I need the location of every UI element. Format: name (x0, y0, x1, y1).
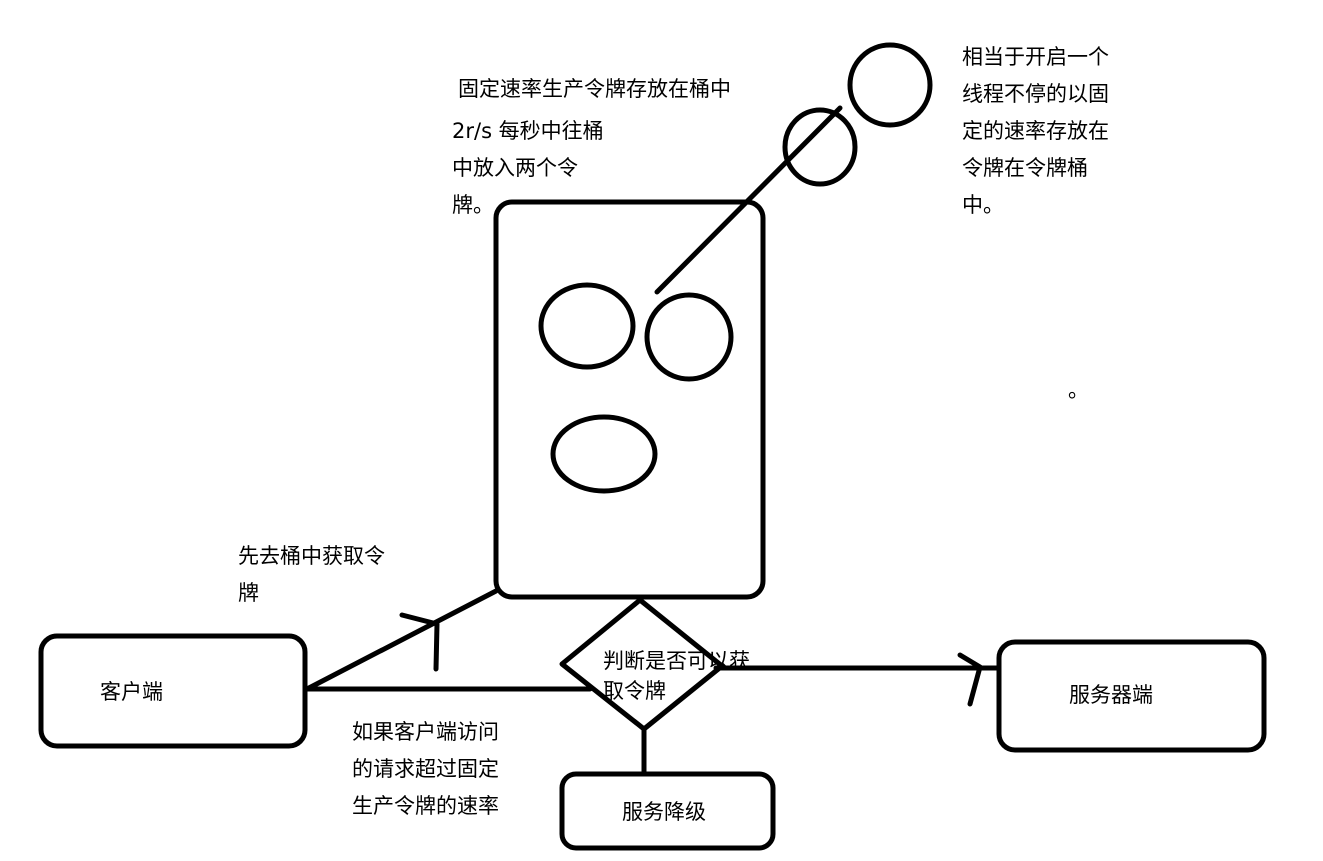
token-circle (782, 107, 858, 187)
stray-mark: 。 (1068, 378, 1089, 402)
token-circle (847, 42, 933, 128)
token-circle (550, 414, 658, 494)
produce-rate-label: 固定速率生产令牌存放在桶中 (458, 77, 731, 101)
token-circle (644, 292, 734, 382)
server-label: 服务器端 (1069, 683, 1153, 707)
arrowhead (957, 652, 983, 707)
degrade-box (559, 771, 776, 851)
fetch-token-label: 先去桶中获取令 牌 (238, 544, 385, 605)
degrade-label: 服务降级 (622, 800, 706, 824)
decision-label: 判断是否可以获 取令牌 (603, 649, 750, 703)
client-to-bucket-line (304, 588, 499, 692)
token-circle (538, 282, 636, 370)
exceed-note: 如果客户端访问 的请求超过固定 生产令牌的速率 (352, 720, 499, 818)
client-box (38, 633, 308, 749)
rate-note: 2r/s 每秒中往桶 中放入两个令 牌。 (452, 119, 604, 217)
thread-note: 相当于开启一个 线程不停的以固 定的速率存放在 令牌在令牌桶 中。 (962, 45, 1109, 217)
client-label: 客户端 (100, 680, 163, 704)
token-bucket (493, 199, 766, 600)
arrowhead (399, 612, 440, 672)
token-drop-line (654, 105, 843, 295)
server-box (996, 639, 1267, 753)
